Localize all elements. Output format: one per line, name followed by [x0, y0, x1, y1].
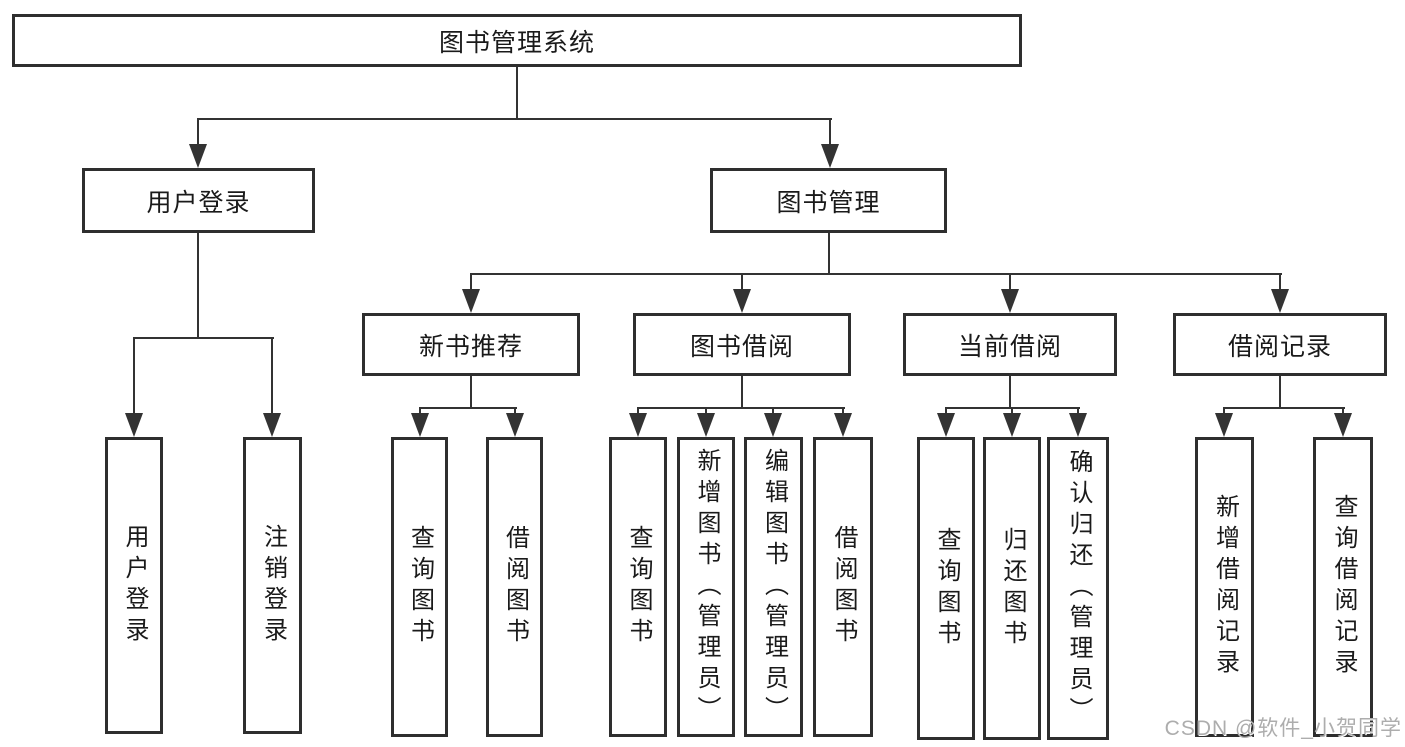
- leaf-query-books-borrow: 查询图书: [609, 437, 667, 737]
- node-label: 图书管理系统: [438, 28, 595, 57]
- connector-vline: [419, 407, 421, 417]
- connector-hline: [419, 407, 517, 409]
- arrow-down-icon: [697, 413, 715, 437]
- connector-vline: [197, 233, 199, 339]
- node-borrow-records: 借阅记录: [1173, 313, 1387, 376]
- connector-hline: [637, 407, 845, 409]
- connector-vline: [1279, 376, 1281, 409]
- connector-hline: [1223, 407, 1345, 409]
- leaf-edit-book-admin: 编辑图书（管理员）: [744, 437, 803, 737]
- connector-vline: [945, 407, 947, 417]
- leaf-label: 归还图书: [999, 526, 1026, 651]
- leaf-label: 确认归还（管理员）: [1065, 449, 1092, 728]
- connector-vline: [1077, 407, 1079, 417]
- arrow-down-icon: [937, 413, 955, 437]
- connector-vline: [741, 273, 743, 293]
- node-label: 用户登录: [146, 188, 251, 217]
- leaf-borrow-books: 借阅图书: [813, 437, 873, 737]
- arrow-down-icon: [189, 144, 207, 168]
- leaf-label: 新增图书（管理员）: [693, 447, 720, 727]
- node-label: 新书推荐: [418, 332, 523, 361]
- leaf-label: 用户登录: [121, 523, 148, 648]
- connector-vline: [470, 273, 472, 293]
- arrow-down-icon: [1271, 289, 1289, 313]
- leaf-label: 借阅图书: [501, 525, 529, 649]
- arrow-down-icon: [1215, 413, 1233, 437]
- leaf-query-books-recommend: 查询图书: [391, 437, 448, 737]
- node-label: 借阅记录: [1227, 332, 1332, 361]
- leaf-borrow-books-recommend: 借阅图书: [486, 437, 543, 737]
- arrow-down-icon: [462, 289, 480, 313]
- connector-vline: [829, 118, 831, 150]
- leaf-logout: 注销登录: [243, 437, 302, 734]
- arrow-down-icon: [1001, 289, 1019, 313]
- connector-vline: [828, 233, 830, 275]
- arrow-down-icon: [629, 413, 647, 437]
- connector-vline: [772, 407, 774, 417]
- leaf-label: 查询图书: [933, 526, 960, 651]
- leaf-query-books-current: 查询图书: [917, 437, 975, 740]
- arrow-down-icon: [834, 413, 852, 437]
- connector-vline: [637, 407, 639, 417]
- leaf-label: 查询图书: [625, 525, 652, 649]
- node-label: 当前借阅: [957, 332, 1062, 361]
- connector-vline: [1011, 407, 1013, 417]
- connector-vline: [741, 376, 743, 409]
- leaf-label: 查询借阅记录: [1330, 494, 1357, 680]
- leaf-add-book-admin: 新增图书（管理员）: [677, 437, 735, 737]
- node-library-system-root: 图书管理系统: [12, 14, 1022, 67]
- node-book-borrow: 图书借阅: [633, 313, 851, 376]
- leaf-label: 新增借阅记录: [1211, 494, 1239, 680]
- node-new-book-recommend: 新书推荐: [362, 313, 580, 376]
- node-label: 图书管理: [776, 188, 881, 217]
- connector-vline: [1223, 407, 1225, 417]
- connector-vline: [1009, 273, 1011, 293]
- node-book-management: 图书管理: [710, 168, 947, 233]
- arrow-down-icon: [1334, 413, 1352, 437]
- leaf-confirm-return-admin: 确认归还（管理员）: [1047, 437, 1109, 740]
- leaf-label: 查询图书: [406, 525, 434, 649]
- leaf-label: 编辑图书（管理员）: [760, 447, 788, 727]
- connector-vline: [133, 337, 135, 417]
- leaf-label: 借阅图书: [830, 525, 857, 649]
- connector-hline: [133, 337, 274, 339]
- connector-hline: [197, 118, 832, 120]
- arrow-down-icon: [411, 413, 429, 437]
- leaf-user-login: 用户登录: [105, 437, 163, 734]
- connector-vline: [197, 118, 199, 150]
- csdn-watermark: CSDN @软件_小贺同学: [1164, 717, 1402, 740]
- connector-vline: [470, 376, 472, 409]
- connector-vline: [271, 337, 273, 417]
- leaf-label: 注销登录: [259, 523, 287, 648]
- node-current-borrow: 当前借阅: [903, 313, 1117, 376]
- arrow-down-icon: [733, 289, 751, 313]
- connector-vline: [1342, 407, 1344, 417]
- leaf-add-borrow-record: 新增借阅记录: [1195, 437, 1254, 737]
- arrow-down-icon: [1069, 413, 1087, 437]
- connector-vline: [705, 407, 707, 417]
- arrow-down-icon: [1003, 413, 1021, 437]
- node-label: 图书借阅: [689, 332, 794, 361]
- connector-vline: [842, 407, 844, 417]
- connector-vline: [1009, 376, 1011, 409]
- leaf-query-borrow-record: 查询借阅记录: [1313, 437, 1373, 737]
- connector-vline: [514, 407, 516, 417]
- connector-hline: [470, 273, 1282, 275]
- arrow-down-icon: [764, 413, 782, 437]
- arrow-down-icon: [263, 413, 281, 437]
- node-user-login: 用户登录: [82, 168, 315, 233]
- connector-vline: [1279, 273, 1281, 293]
- arrow-down-icon: [821, 144, 839, 168]
- connector-vline: [516, 67, 518, 120]
- arrow-down-icon: [506, 413, 524, 437]
- leaf-return-book: 归还图书: [983, 437, 1041, 740]
- arrow-down-icon: [125, 413, 143, 437]
